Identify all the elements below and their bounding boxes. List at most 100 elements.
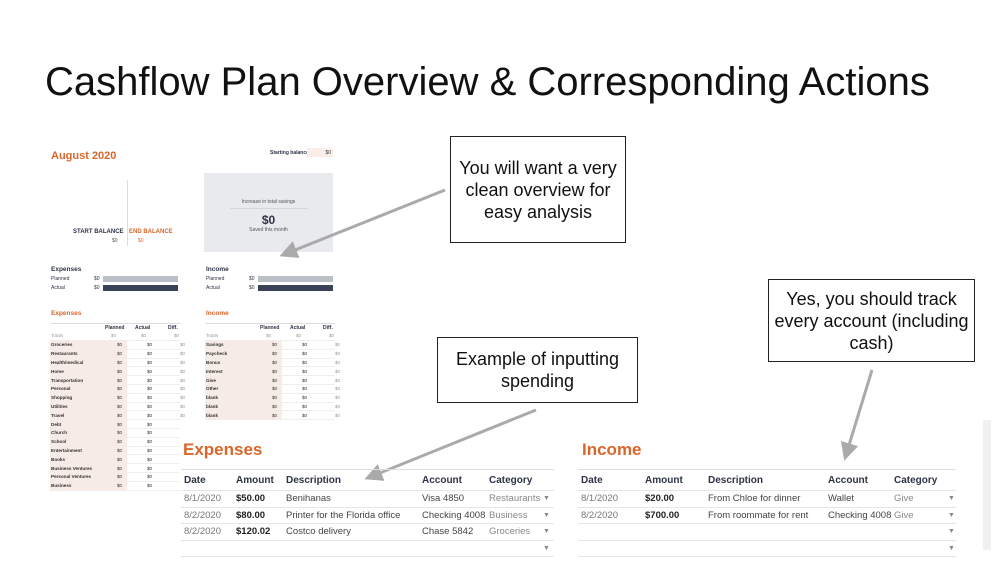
budget-value: $0: [147, 386, 153, 392]
budget-value[interactable]: $0: [272, 368, 278, 374]
category-dropdown-icon[interactable]: ▼: [948, 528, 955, 536]
cell-account[interactable]: Checking 4008: [422, 509, 486, 521]
expenses-header-actual: Actual: [135, 325, 151, 331]
budget-value[interactable]: $0: [117, 368, 123, 374]
cell-description[interactable]: Costco delivery: [286, 526, 351, 538]
cell-category[interactable]: Business: [489, 509, 528, 521]
budget-value[interactable]: $0: [117, 483, 123, 489]
cell-description[interactable]: Printer for the Florida office: [286, 509, 401, 521]
planned-cell-tint: [50, 341, 127, 349]
totals-cell: $0: [111, 333, 117, 339]
budget-value[interactable]: $0: [272, 386, 278, 392]
cell-account[interactable]: Wallet: [828, 493, 855, 505]
starting-balance-input[interactable]: $0: [307, 148, 333, 157]
budget-value[interactable]: $0: [272, 412, 278, 418]
cell-account[interactable]: Visa 4850: [422, 493, 465, 505]
budget-value[interactable]: $0: [117, 439, 123, 445]
cell-category[interactable]: Groceries: [489, 526, 531, 538]
income-totals-row: Totals$0$0$0: [205, 332, 335, 341]
budget-value[interactable]: $0: [117, 474, 123, 480]
budget-value[interactable]: $0: [117, 430, 123, 436]
column-header-category: Category: [894, 475, 938, 486]
budget-value: $0: [147, 377, 153, 383]
cell-account[interactable]: Checking 4008: [828, 509, 892, 521]
cell-amount[interactable]: $120.02: [236, 526, 271, 538]
budget-value[interactable]: $0: [117, 421, 123, 427]
table-divider: [205, 323, 335, 324]
budget-value[interactable]: $0: [117, 456, 123, 462]
budget-value[interactable]: $0: [117, 351, 123, 357]
budget-value[interactable]: $0: [117, 386, 123, 392]
budget-value[interactable]: $0: [117, 377, 123, 383]
scrollbar[interactable]: [983, 420, 991, 550]
category-name: Give: [206, 377, 216, 383]
cell-description[interactable]: From Chloe for dinner: [708, 493, 801, 505]
planned-cell-tint: [50, 473, 127, 481]
budget-value[interactable]: $0: [117, 359, 123, 365]
totals-cell: $0: [266, 333, 272, 339]
budget-value[interactable]: $0: [272, 377, 278, 383]
cell-description[interactable]: From roommate for rent: [708, 509, 809, 521]
category-name: Home: [51, 368, 64, 374]
category-name: Business Ventures: [51, 465, 93, 471]
expenses-actual-label: Actual: [51, 285, 65, 291]
budget-value: $0: [147, 439, 153, 445]
budget-value: $0: [147, 368, 153, 374]
cell-amount[interactable]: $50.00: [236, 493, 266, 505]
cell-category[interactable]: Give: [894, 509, 914, 521]
budget-value[interactable]: $0: [117, 403, 123, 409]
budget-value[interactable]: $0: [272, 395, 278, 401]
category-dropdown-icon[interactable]: ▼: [543, 511, 550, 519]
budget-value[interactable]: $0: [117, 465, 123, 471]
income-planned-label: Planned: [206, 276, 225, 282]
cell-category[interactable]: Restaurants: [489, 493, 541, 505]
column-header-category: Category: [489, 475, 533, 486]
category-name: Paycheck: [206, 351, 228, 357]
cell-date[interactable]: 8/2/2020: [184, 526, 221, 538]
category-dropdown-icon[interactable]: ▼: [543, 495, 550, 503]
cell-category[interactable]: Give: [894, 493, 914, 505]
table-divider: [578, 469, 956, 470]
category-name: Entertainment: [51, 447, 82, 453]
transaction-row: 8/2/2020 $80.00 Printer for the Florida of…: [181, 508, 554, 524]
category-dropdown-icon[interactable]: ▼: [948, 544, 955, 552]
expenses-planned-label: Planned: [51, 276, 70, 282]
category-name: Church: [51, 430, 68, 436]
cell-amount[interactable]: $20.00: [645, 493, 675, 505]
cell-date[interactable]: 8/1/2020: [581, 493, 618, 505]
budget-value[interactable]: $0: [272, 359, 278, 365]
budget-value[interactable]: $0: [272, 342, 278, 348]
cell-date[interactable]: 8/2/2020: [184, 509, 221, 521]
cell-account[interactable]: Chase 5842: [422, 526, 474, 538]
planned-cell-tint: [205, 341, 282, 349]
budget-row: Home$0$0$0: [50, 367, 185, 377]
budget-value[interactable]: $0: [117, 342, 123, 348]
expenses-planned-value: $0: [94, 276, 100, 282]
planned-cell-tint: [50, 411, 127, 420]
budget-value[interactable]: $0: [117, 395, 123, 401]
budget-value[interactable]: $0: [117, 447, 123, 453]
start-balance-value: $0: [112, 238, 118, 244]
planned-cell-tint: [50, 367, 127, 376]
planned-cell-tint: [50, 358, 127, 367]
income-planned-bar: [258, 276, 333, 282]
category-dropdown-icon[interactable]: ▼: [543, 544, 550, 552]
budget-value[interactable]: $0: [117, 412, 123, 418]
cell-amount[interactable]: $80.00: [236, 509, 266, 521]
category-dropdown-icon[interactable]: ▼: [948, 511, 955, 519]
budget-value[interactable]: $0: [272, 403, 278, 409]
income-header-diff: Diff.: [323, 325, 333, 331]
cell-date[interactable]: 8/1/2020: [184, 493, 221, 505]
budget-value: $0: [147, 395, 153, 401]
cell-description[interactable]: Benihanas: [286, 493, 331, 505]
category-dropdown-icon[interactable]: ▼: [948, 495, 955, 503]
cell-amount[interactable]: $700.00: [645, 509, 680, 521]
budget-value: $0: [180, 351, 186, 357]
category-dropdown-icon[interactable]: ▼: [543, 528, 550, 536]
budget-value[interactable]: $0: [272, 351, 278, 357]
planned-cell-tint: [50, 385, 127, 393]
cell-date[interactable]: 8/2/2020: [581, 509, 618, 521]
budget-value: $0: [147, 342, 153, 348]
